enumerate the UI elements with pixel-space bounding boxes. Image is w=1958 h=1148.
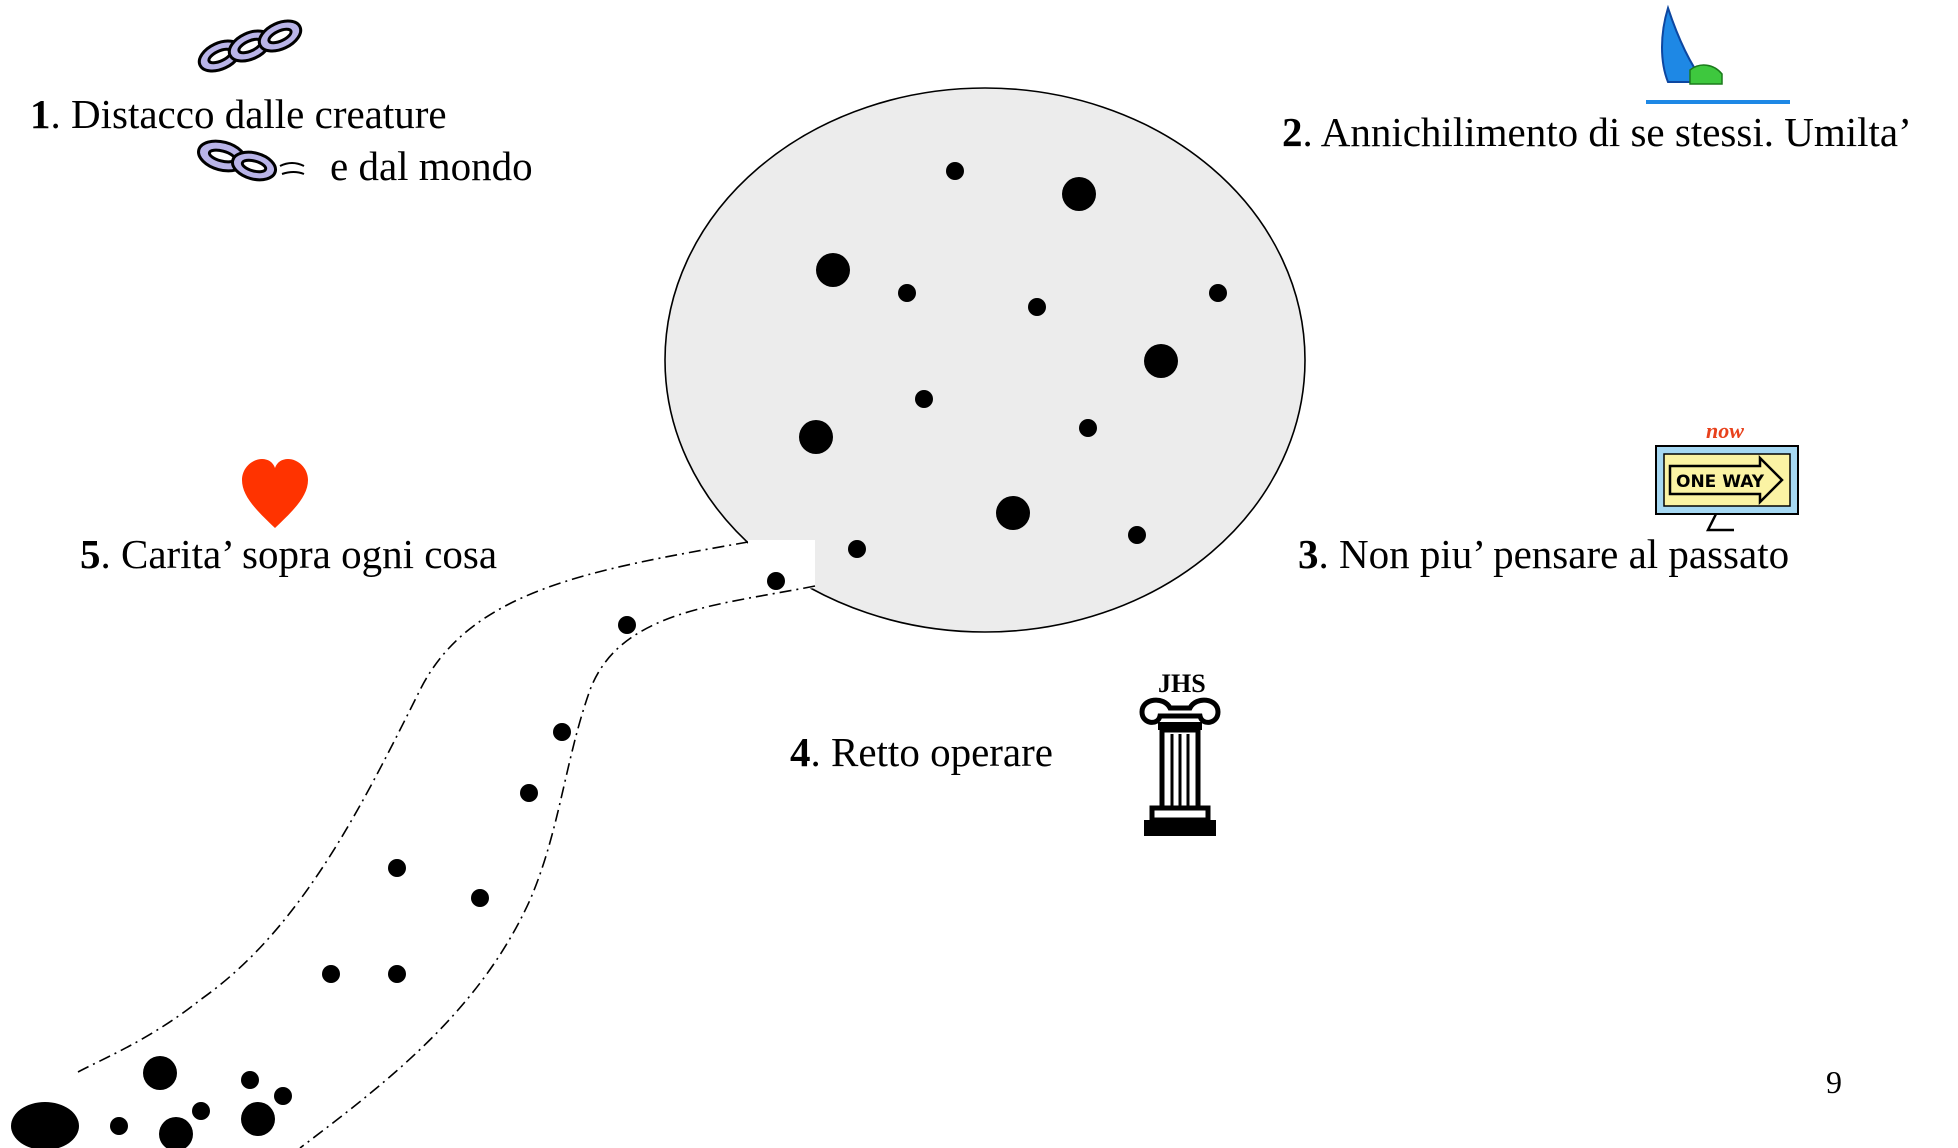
jhs-caption: JHS bbox=[1158, 669, 1206, 698]
dot bbox=[1028, 298, 1046, 316]
dot bbox=[11, 1102, 79, 1148]
page-number: 9 bbox=[1826, 1064, 1842, 1100]
step-3-label: 3. Non piu’ pensare al passato bbox=[1298, 534, 1789, 575]
step-2-text: . Annichilimento di se stessi. Umilta’ bbox=[1302, 109, 1912, 155]
dot bbox=[898, 284, 916, 302]
path-right-line bbox=[299, 585, 816, 1148]
circle-dots bbox=[799, 162, 1227, 558]
dot bbox=[520, 784, 538, 802]
column-icon bbox=[1139, 697, 1221, 836]
step-1-number: 1 bbox=[30, 91, 51, 137]
path-dots bbox=[11, 572, 785, 1148]
step-4-number: 4 bbox=[790, 729, 811, 775]
dot bbox=[388, 965, 406, 983]
dot bbox=[618, 616, 636, 634]
sign-text: ONE WAY bbox=[1676, 472, 1765, 492]
dot bbox=[816, 253, 850, 287]
now-caption: now bbox=[1706, 418, 1744, 443]
dot bbox=[946, 162, 964, 180]
dot bbox=[274, 1087, 292, 1105]
step-5-number: 5 bbox=[80, 531, 101, 577]
step-1-label-line2: e dal mondo bbox=[330, 146, 533, 187]
step-1-text-line2: e dal mondo bbox=[330, 143, 533, 189]
step-4-label: 4. Retto operare bbox=[790, 732, 1053, 773]
dot bbox=[848, 540, 866, 558]
step-3-text: . Non piu’ pensare al passato bbox=[1318, 531, 1790, 577]
dot bbox=[192, 1102, 210, 1120]
dot bbox=[110, 1117, 128, 1135]
one-way-sign-icon: ONE WAY bbox=[1655, 445, 1799, 532]
dot bbox=[1144, 344, 1178, 378]
dot bbox=[241, 1102, 275, 1136]
chain-icon bbox=[197, 19, 303, 73]
dot bbox=[767, 572, 785, 590]
step-5-label: 5. Carita’ sopra ogni cosa bbox=[80, 534, 497, 575]
dot bbox=[1128, 526, 1146, 544]
dot bbox=[799, 420, 833, 454]
step-1-text: . Distacco dalle creature bbox=[50, 91, 447, 137]
dot bbox=[996, 496, 1030, 530]
dot bbox=[143, 1056, 177, 1090]
chain-icon bbox=[197, 139, 305, 182]
dot bbox=[1209, 284, 1227, 302]
vacuum-icon bbox=[1646, 4, 1790, 104]
step-5-text: . Carita’ sopra ogni cosa bbox=[100, 531, 498, 577]
dot bbox=[241, 1071, 259, 1089]
step-3-number: 3 bbox=[1298, 531, 1319, 577]
dot bbox=[322, 965, 340, 983]
circle-group bbox=[664, 87, 1306, 633]
gray-circle bbox=[664, 87, 1306, 633]
dot bbox=[388, 859, 406, 877]
path-left-line bbox=[77, 541, 749, 1073]
dot bbox=[1079, 419, 1097, 437]
dot bbox=[915, 390, 933, 408]
step-2-label: 2. Annichilimento di se stessi. Umilta’ bbox=[1282, 112, 1912, 153]
dot bbox=[1062, 177, 1096, 211]
step-2-number: 2 bbox=[1282, 109, 1303, 155]
circle-gap bbox=[748, 540, 815, 595]
dot bbox=[159, 1117, 193, 1148]
step-4-text: . Retto operare bbox=[810, 729, 1053, 775]
step-1-label: 1. Distacco dalle creature bbox=[30, 94, 447, 135]
dot bbox=[471, 889, 489, 907]
heart-icon bbox=[242, 459, 308, 528]
dot bbox=[553, 723, 571, 741]
